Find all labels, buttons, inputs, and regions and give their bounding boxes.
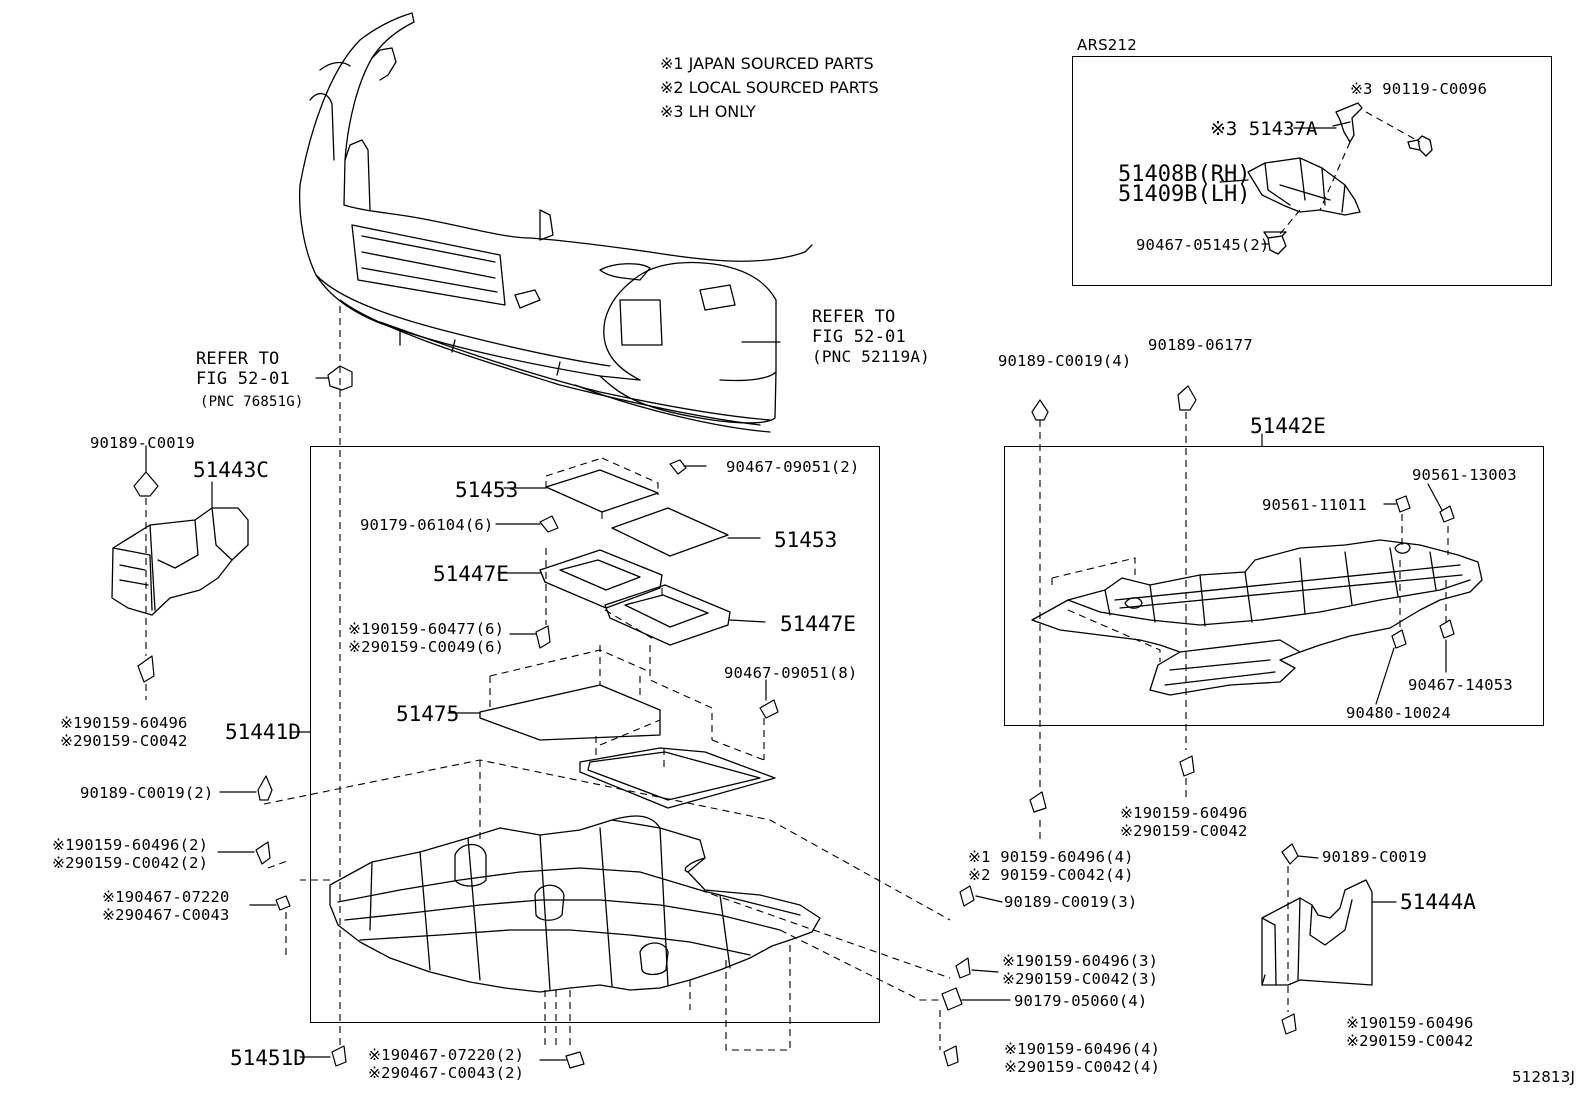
inset-title: ARS212 <box>1077 36 1138 54</box>
label-51409b: 51409B(LH) <box>1118 182 1251 207</box>
label-90159-60496-4b: ※190159-60496(4) <box>1004 1040 1161 1058</box>
frame-51441d <box>310 446 880 1023</box>
front-bumper-drawing <box>298 12 813 433</box>
inset-frame-ars212 <box>1072 56 1552 286</box>
part-51447e-a-drawing <box>539 549 663 609</box>
label-90119-c0096: ※3 90119-C0096 <box>1350 80 1488 98</box>
label-90159-c0049: ※290159-C0049(6) <box>348 638 505 656</box>
label-90179-06104: 90179-06104(6) <box>360 516 494 534</box>
part-51453a-drawing <box>545 469 659 513</box>
label-90159-60496-3: ※190159-60496(3) <box>1002 952 1159 970</box>
part-51441d-drawing <box>329 815 821 993</box>
label-90159-c0042-2: ※290159-C0042(2) <box>52 854 209 872</box>
label-90467-05145: 90467-05145(2) <box>1136 236 1270 254</box>
label-51453-b: 51453 <box>774 528 838 552</box>
part-51443c-drawing <box>111 507 249 616</box>
label-90159-c0042-4a: ※2 90159-C0042(4) <box>968 866 1134 884</box>
note-lh-only: ※3 LH ONLY <box>660 102 756 121</box>
label-51442e: 51442E <box>1250 414 1326 438</box>
frame-51442e <box>1004 446 1544 726</box>
label-90159-60496-left: ※190159-60496 <box>60 714 188 732</box>
screw-90119-c0096 <box>1407 135 1433 157</box>
diagram-id: 512813J <box>1512 1068 1576 1086</box>
label-51441d: 51441D <box>225 720 301 744</box>
label-90189-c0019-a: 90189-C0019 <box>90 434 195 452</box>
label-90467-07220-left: ※190467-07220 <box>102 888 230 906</box>
label-90159-60496-2: ※190159-60496(2) <box>52 836 209 854</box>
label-90467-c0043-left: ※290467-C0043 <box>102 906 230 924</box>
label-90159-60477: ※190159-60477(6) <box>348 620 505 638</box>
label-90480-10024: 90480-10024 <box>1346 704 1451 722</box>
label-90159-60496-right: ※190159-60496 <box>1120 804 1248 822</box>
refer-76851g-line1: REFER TO <box>196 349 280 369</box>
label-90179-05060: 90179-05060(4) <box>1014 992 1148 1010</box>
label-90159-c0042-left: ※290159-C0042 <box>60 732 188 750</box>
label-90561-13003: 90561-13003 <box>1412 466 1517 484</box>
refer-76851g-line2: FIG 52-01 <box>196 369 290 389</box>
label-90467-09051-2: 90467-09051(2) <box>726 458 860 476</box>
label-90159-c0042-right: ※290159-C0042 <box>1120 822 1248 840</box>
part-51453b-drawing <box>611 507 729 557</box>
label-90159-60496-4a: ※1 90159-60496(4) <box>968 848 1134 866</box>
label-51447e-b: 51447E <box>780 612 856 636</box>
note-japan-sourced: ※1 JAPAN SOURCED PARTS <box>660 54 874 73</box>
label-51453-a: 51453 <box>455 478 519 502</box>
label-90189-c0019-3: 90189-C0019(3) <box>1004 893 1138 911</box>
label-90467-c0043-2: ※290467-C0043(2) <box>368 1064 525 1082</box>
label-90189-c0019-2: 90189-C0019(2) <box>80 784 214 802</box>
note-local-sourced: ※2 LOCAL SOURCED PARTS <box>660 78 879 97</box>
part-51408b-drawing <box>1247 102 1363 216</box>
label-90189-c0019-4: 90189-C0019(4) <box>998 352 1132 370</box>
label-90189-06177: 90189-06177 <box>1148 336 1253 354</box>
part-51444a-drawing <box>1261 879 1373 986</box>
refer-52119a-line1: REFER TO <box>812 307 896 327</box>
label-51451d: 51451D <box>230 1046 306 1070</box>
label-90467-09051-8: 90467-09051(8) <box>724 664 858 682</box>
label-90159-c0042-4b: ※290159-C0042(4) <box>1004 1058 1161 1076</box>
label-90467-14053: 90467-14053 <box>1408 676 1513 694</box>
part-51447e-b-drawing <box>604 584 731 646</box>
label-51447e-a: 51447E <box>433 562 509 586</box>
refer-52119a-line2: FIG 52-01 <box>812 327 906 347</box>
label-51475: 51475 <box>396 702 460 726</box>
fasteners <box>133 365 1455 1069</box>
leader-lines <box>145 127 1447 1061</box>
label-90159-c0042-bottom: ※290159-C0042 <box>1346 1032 1474 1050</box>
part-51442e-drawing <box>1031 539 1483 696</box>
label-90159-60496-bottom: ※190159-60496 <box>1346 1014 1474 1032</box>
label-51408b: 51408B(RH) <box>1118 162 1251 187</box>
clip-90467-05145 <box>1263 231 1287 255</box>
label-90467-07220-2: ※190467-07220(2) <box>368 1046 525 1064</box>
label-51444a: 51444A <box>1400 890 1476 914</box>
label-90561-11011: 90561-11011 <box>1262 496 1367 514</box>
label-51443c: 51443C <box>193 458 269 482</box>
refer-52119a-line3: (PNC 52119A) <box>812 347 930 366</box>
label-90159-c0042-3: ※290159-C0042(3) <box>1002 970 1159 988</box>
label-51437a: ※3 51437A <box>1210 118 1318 140</box>
label-90189-c0019-b: 90189-C0019 <box>1322 848 1427 866</box>
refer-76851g-line3: (PNC 76851G) <box>200 394 304 410</box>
